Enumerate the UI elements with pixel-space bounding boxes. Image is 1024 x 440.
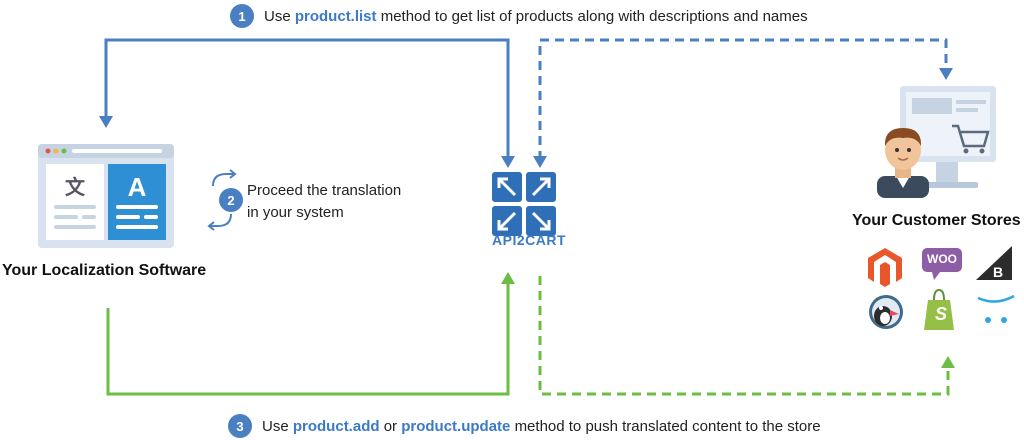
step1-prefix: Use xyxy=(264,7,291,25)
arrowhead-localization xyxy=(99,116,113,128)
svg-text:文: 文 xyxy=(65,175,86,199)
step3-badge: 3 xyxy=(228,414,252,438)
magento-icon xyxy=(868,248,902,287)
arrowhead-stores-green xyxy=(941,356,955,368)
step2-line2: in your system xyxy=(247,204,344,221)
blue-arrow-to-localization xyxy=(104,38,510,160)
localization-label: Your Localization Software xyxy=(2,262,207,279)
step1-method: product.list xyxy=(294,7,377,25)
step2-line1: Proceed the translation xyxy=(247,182,402,199)
green-arrow-to-api xyxy=(106,282,510,396)
api2cart-logo-icon xyxy=(492,172,556,236)
step3-caption: 3 Use product.add or product.update meth… xyxy=(228,414,821,438)
customer-stores-label: Your Customer Stores xyxy=(852,212,1021,229)
step3-prefix: Use xyxy=(262,417,289,435)
woocommerce-icon xyxy=(922,248,962,280)
step1-badge: 1 xyxy=(230,4,254,28)
arrowhead-stores-blue xyxy=(939,68,953,80)
customer-store-illustration xyxy=(877,86,996,198)
shopify-logo-text: S xyxy=(934,304,947,324)
step3-method-add: product.add xyxy=(292,417,380,435)
prestashop-icon xyxy=(869,295,903,329)
step3-middle: or xyxy=(383,417,398,435)
api2cart-label: API2CART xyxy=(492,232,567,248)
localization-window-illustration: 文 A xyxy=(38,144,174,248)
arrowhead-api-blue xyxy=(501,156,515,168)
step2-badge: 2 xyxy=(219,188,243,212)
shopify-icon xyxy=(924,288,954,330)
step3-suffix: method to push translated content to the… xyxy=(514,417,821,435)
refresh-icon xyxy=(207,169,237,231)
woocommerce-logo-text: WOO xyxy=(927,252,957,266)
arrowhead-api-green xyxy=(501,272,515,284)
arrowhead-api-blue-dashed xyxy=(533,156,547,168)
svg-text:B: B xyxy=(993,264,1003,280)
step1-suffix: method to get list of products along wit… xyxy=(380,7,808,25)
svg-text:A: A xyxy=(128,172,147,202)
green-dashed-to-stores xyxy=(538,276,950,396)
step1-caption: 1 Use product.list method to get list of… xyxy=(230,4,808,28)
step3-method-update: product.update xyxy=(401,417,511,435)
bigcommerce-icon: B xyxy=(976,246,1012,280)
blue-dashed-to-stores xyxy=(538,38,948,160)
opencart-icon xyxy=(977,294,1015,323)
